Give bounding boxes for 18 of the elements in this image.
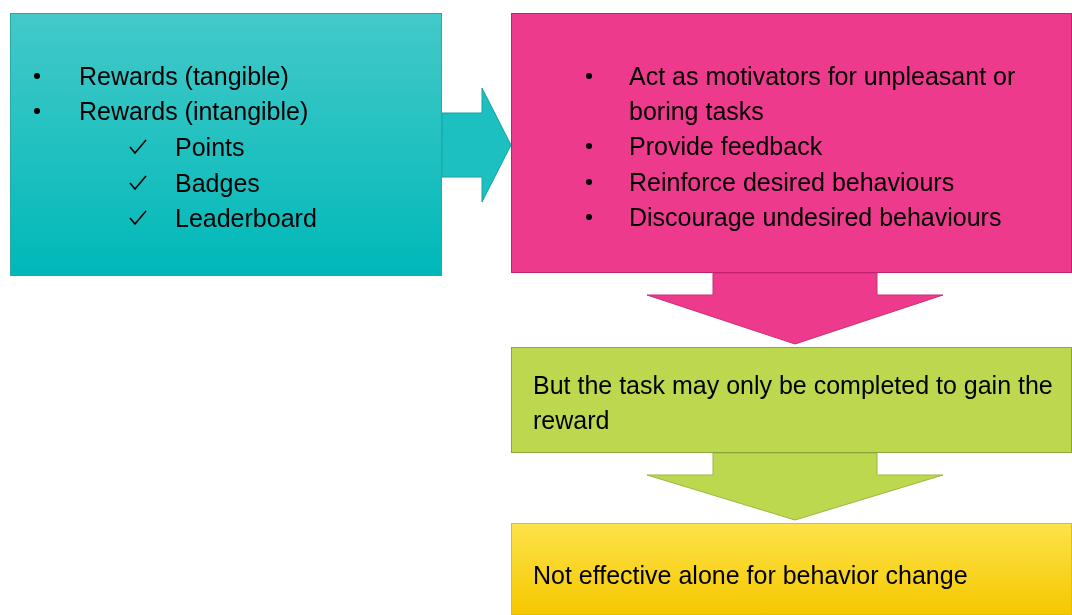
list-item-text: Points bbox=[175, 132, 245, 162]
list-item-text: Reinforce desired behaviours bbox=[629, 167, 955, 197]
statement-text: Not effective alone for behavior change bbox=[533, 560, 969, 591]
statement-text: But the task may only be completed to gain the reward bbox=[533, 370, 1054, 436]
list-item-text: Discourage undesired behaviours bbox=[629, 202, 1002, 232]
block-arrow bbox=[646, 272, 944, 345]
list-item-text: Rewards (intangible) bbox=[79, 96, 309, 126]
block-arrow bbox=[441, 87, 512, 203]
block-arrow bbox=[646, 452, 944, 521]
list-item-text: Badges bbox=[175, 168, 260, 198]
list-item-text: Act as motivators for unpleasant or boring tasks bbox=[629, 61, 1017, 127]
text-box bbox=[511, 523, 1072, 615]
list-panel bbox=[511, 13, 1072, 273]
list-panel bbox=[10, 13, 442, 276]
list-item-text: Provide feedback bbox=[629, 131, 823, 161]
text-box bbox=[511, 347, 1072, 453]
list-item-text: Rewards (tangible) bbox=[79, 61, 289, 91]
list-item-text: Leaderboard bbox=[175, 203, 317, 233]
